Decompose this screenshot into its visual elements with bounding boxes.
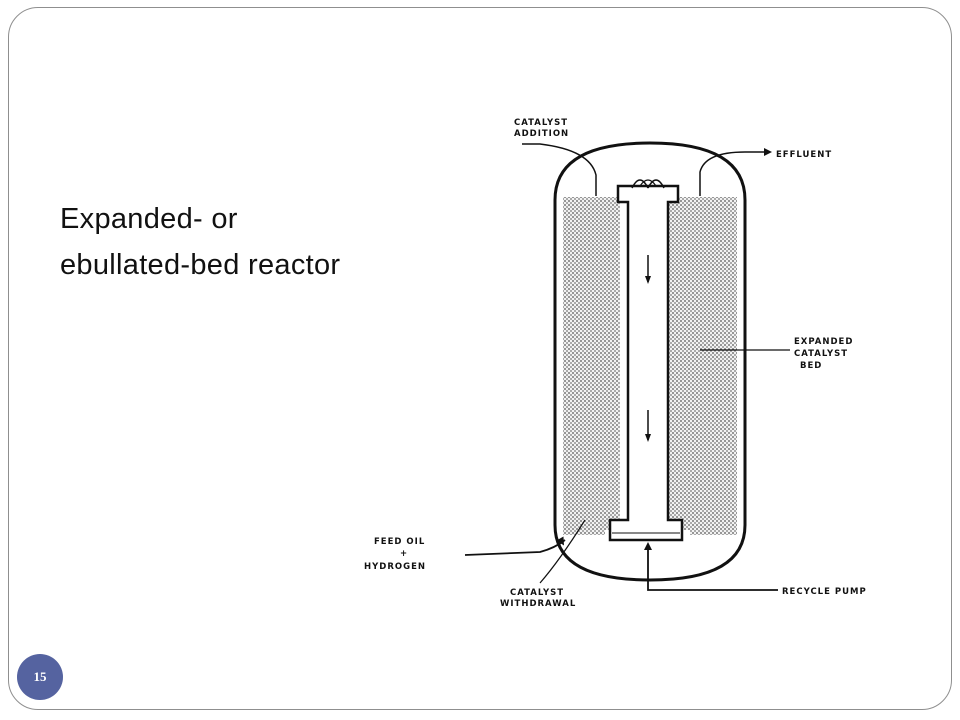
title-line-2: ebullated-bed reactor	[60, 249, 341, 281]
label-expanded-1: EXPANDED	[794, 337, 853, 347]
page-number-badge: 15	[17, 654, 63, 700]
feed-line	[464, 539, 566, 556]
reactor-diagram: CATALYST ADDITION EFFLUENT EXPANDED CATA…	[364, 118, 867, 609]
title-line-1: Expanded- or	[60, 203, 238, 235]
label-feed-3: HYDROGEN	[364, 562, 426, 572]
label-withdrawal-1: CATALYST	[510, 588, 564, 598]
label-withdrawal-2: WITHDRAWAL	[500, 599, 576, 609]
label-effluent: EFFLUENT	[776, 150, 832, 160]
effluent-line	[699, 151, 770, 196]
label-feed-2: +	[400, 549, 408, 559]
label-recycle: RECYCLE PUMP	[782, 587, 867, 597]
slide-frame	[8, 7, 952, 710]
label-catalyst-addition-2: ADDITION	[514, 129, 569, 139]
slide-title: Expanded- or ebullated-bed reactor	[60, 196, 340, 288]
label-expanded-3: BED	[800, 361, 822, 371]
draft-tube	[608, 184, 684, 542]
label-expanded-2: CATALYST	[794, 349, 848, 359]
label-catalyst-addition-1: CATALYST	[514, 118, 568, 128]
recycle-line	[647, 545, 778, 591]
withdrawal-line	[539, 519, 586, 584]
catalyst-addition-line	[522, 143, 597, 196]
label-feed-1: FEED OIL	[374, 537, 425, 547]
catalyst-bed-right	[668, 197, 737, 535]
catalyst-bed-left	[563, 197, 620, 535]
